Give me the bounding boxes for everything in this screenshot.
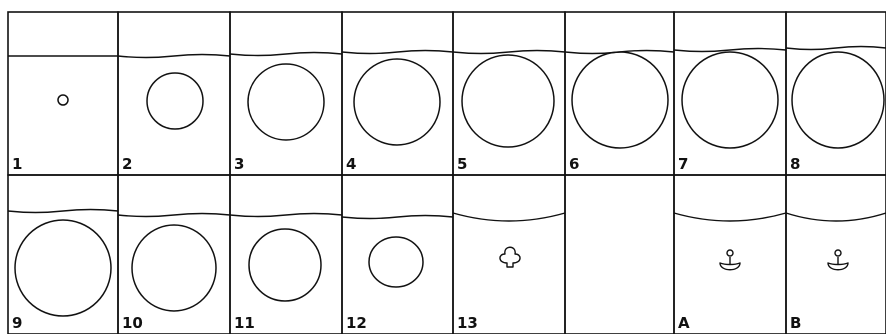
frame-label: 7 [678, 155, 688, 173]
frame-label: 9 [12, 314, 22, 332]
frame-label: 6 [569, 155, 579, 173]
frame-label: A [678, 314, 690, 332]
frame-label: 13 [457, 314, 478, 332]
frame-label: B [790, 314, 801, 332]
frame-label: 8 [790, 155, 800, 173]
diagram-background [8, 12, 886, 334]
frame-label: 5 [457, 155, 467, 173]
frame-label: 12 [346, 314, 367, 332]
frame-label: 11 [234, 314, 255, 332]
frame-label: 3 [234, 155, 244, 173]
frame-label: 10 [122, 314, 143, 332]
frame-label: 4 [346, 155, 356, 173]
frame-label: 2 [122, 155, 132, 173]
frame-label: 1 [12, 155, 22, 173]
